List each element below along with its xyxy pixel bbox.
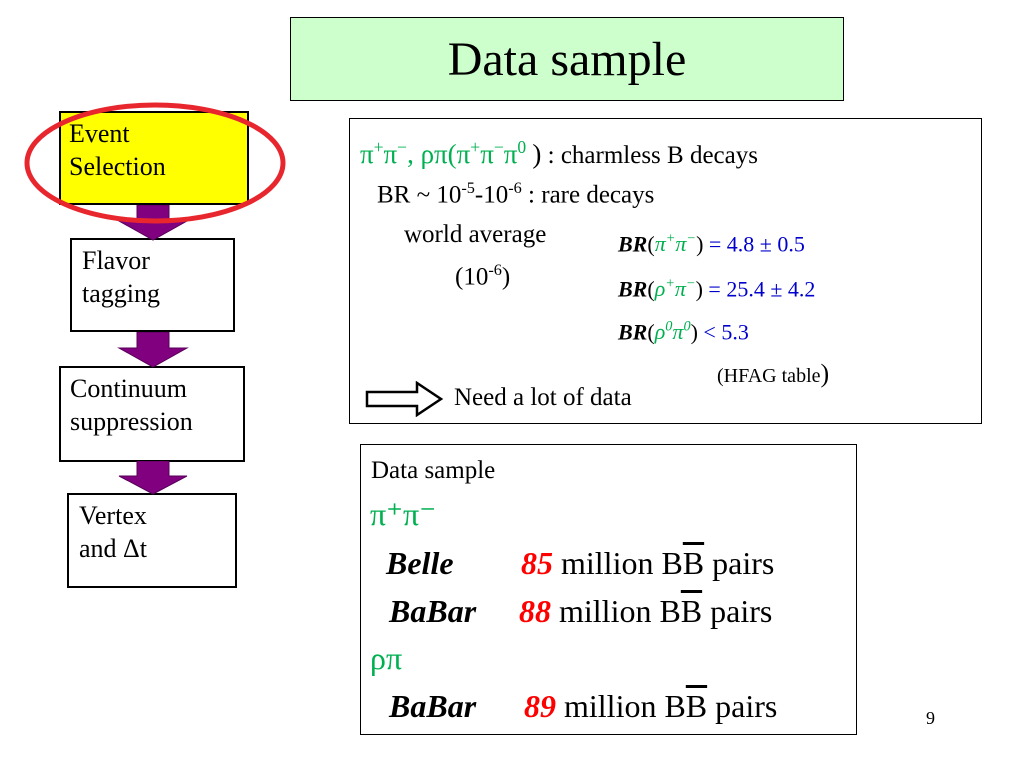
- continuum-suppression-box: Continuum suppression: [59, 366, 245, 462]
- experiment-name: BaBar: [389, 593, 477, 629]
- hfag-label: (HFAG table: [717, 365, 821, 387]
- event-selection-box: Event Selection: [59, 111, 249, 205]
- units-exp: -6: [488, 261, 502, 279]
- units-suffix: ): [501, 263, 511, 291]
- pairs-text: pairs: [704, 545, 775, 581]
- br-exp1: -5: [461, 179, 475, 197]
- br-rhopi-formula: BR(ρ+π−) = 25.4 ± 4.2: [618, 276, 816, 302]
- down-arrow-icon: [118, 461, 188, 495]
- vertex-line1: Vertex: [79, 501, 147, 530]
- decays-label: : charmless B decays: [547, 142, 758, 169]
- babar-pipi-row: BaBar 88 million BB pairs: [389, 593, 772, 630]
- hfag-note: (HFAG table): [717, 359, 830, 388]
- event-count: 85: [521, 545, 553, 581]
- vertex-box: Vertex and Δt: [67, 493, 237, 588]
- down-arrow-icon: [117, 205, 189, 241]
- info-box: π+π−, ρπ(π+π−π0 ) : charmless B decays B…: [349, 118, 982, 424]
- decay-channels-formula: π+π−, ρπ(π+π−π0: [360, 137, 527, 169]
- down-arrow-icon: [117, 332, 189, 368]
- right-arrow-icon: [365, 381, 444, 417]
- br-exp2: -6: [508, 179, 522, 197]
- flavor-tagging-line2: tagging: [82, 279, 160, 308]
- world-average-label: world average: [404, 221, 547, 248]
- units-prefix: (10: [455, 263, 489, 291]
- br-symbol: BR: [618, 319, 648, 345]
- experiment-name: BaBar: [389, 688, 477, 724]
- bbar-symbol: B: [685, 688, 708, 724]
- bbar-symbol: B: [682, 545, 705, 581]
- br-pipi-value: = 4.8 ± 0.5: [708, 231, 805, 257]
- flavor-tagging-line1: Flavor: [82, 246, 150, 275]
- experiment-name: Belle: [386, 545, 454, 581]
- continuum-line2: suppression: [70, 407, 193, 436]
- br-symbol: BR: [618, 276, 648, 302]
- br-rhopi-value: = 25.4 ± 4.2: [708, 276, 816, 302]
- count-text: million B: [551, 593, 681, 629]
- br-rho0pi0-value: < 5.3: [703, 319, 749, 345]
- page-number: 9: [926, 708, 935, 728]
- need-data-label: Need a lot of data: [454, 384, 632, 411]
- br-mid: -10: [474, 181, 509, 209]
- event-count: 88: [519, 593, 551, 629]
- pairs-text: pairs: [707, 688, 778, 724]
- data-sample-heading: Data sample: [371, 457, 496, 484]
- br-symbol: BR: [618, 231, 648, 257]
- vertex-line2: and Δt: [79, 534, 147, 563]
- continuum-line1: Continuum: [70, 374, 188, 403]
- pipi-label: π⁺π⁻: [370, 496, 437, 532]
- event-count: 89: [524, 688, 556, 724]
- br-suffix: : rare decays: [521, 181, 655, 209]
- count-text: million B: [553, 545, 683, 581]
- units-label: (10-6): [455, 261, 510, 291]
- br-prefix: BR ~ 10: [377, 181, 462, 209]
- count-text: million B: [556, 688, 686, 724]
- babar-rhopi-row: BaBar 89 million BB pairs: [389, 688, 777, 725]
- br-line: BR ~ 10-5-10-6 : rare decays: [377, 179, 654, 209]
- br-rho0pi0-formula: BR(ρ0π0) < 5.3: [618, 319, 749, 345]
- br-pipi-formula: BR(π+π−) = 4.8 ± 0.5: [618, 231, 805, 257]
- event-selection-line2: Selection: [69, 152, 166, 181]
- flavor-tagging-box: Flavor tagging: [70, 238, 235, 332]
- title-box: Data sample: [290, 17, 844, 101]
- decay-channels-line: π+π−, ρπ(π+π−π0 ) : charmless B decays: [360, 137, 758, 170]
- closing-paren: ): [532, 139, 542, 169]
- pairs-text: pairs: [702, 593, 773, 629]
- bbar-symbol: B: [680, 593, 703, 629]
- slide-title: Data sample: [447, 32, 687, 86]
- event-selection-line1: Event: [69, 119, 130, 148]
- rhopi-label: ρπ: [370, 640, 403, 676]
- belle-pipi-row: Belle 85 million BB pairs: [386, 545, 774, 582]
